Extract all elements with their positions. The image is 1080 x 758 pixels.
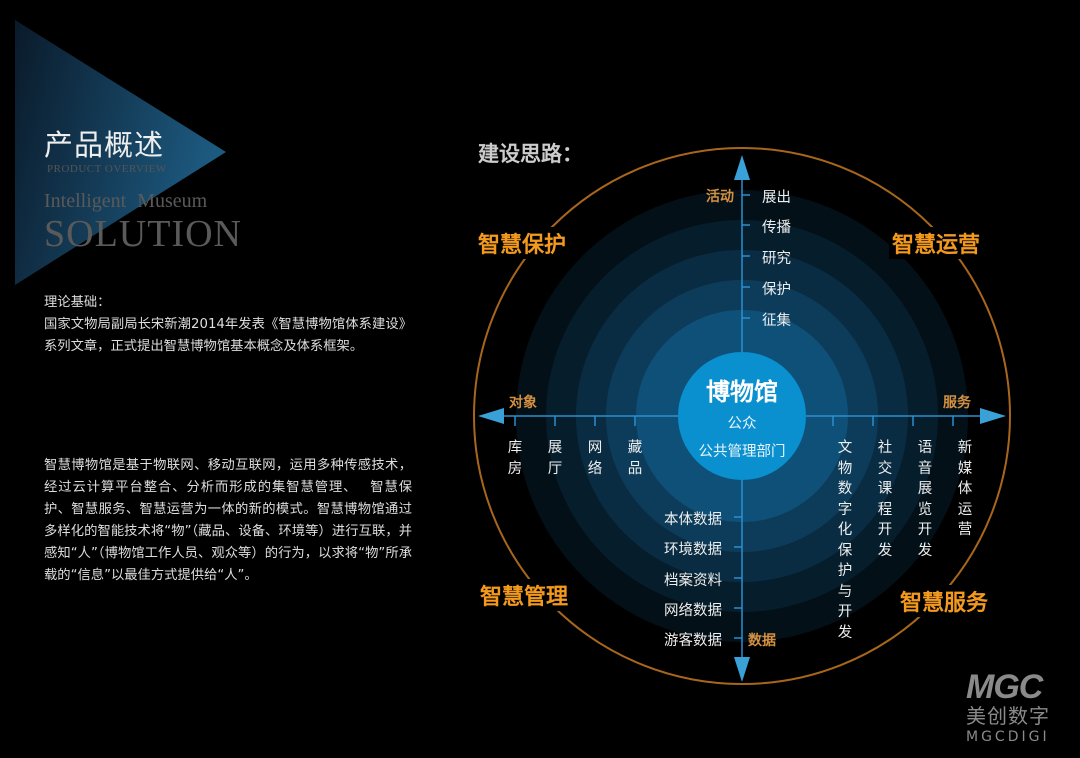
- mgc-logo: MGC 美创数字 MGCDIGI: [966, 670, 1050, 746]
- page-title-english: PRODUCT OVERVIEW: [47, 163, 167, 175]
- axis-label-activity: 活动: [706, 189, 734, 205]
- axis-label-data: 数据: [748, 633, 776, 649]
- axis-label-object: 对象: [509, 395, 537, 411]
- center-management: 公共管理部门: [698, 444, 786, 460]
- up-item: 征集: [762, 313, 791, 329]
- up-item: 研究: [762, 251, 791, 267]
- theory-basis: 理论基础： 国家文物局副局长宋新潮2014年发表《智慧博物馆体系建设》系列文章，…: [44, 292, 412, 358]
- right-item: 社交课程开发: [877, 440, 893, 559]
- up-item: 传播: [762, 220, 791, 236]
- arrow-right-icon: [980, 408, 1006, 424]
- subtitle: Intelligent Museum: [44, 190, 208, 212]
- page-title: 产品概述: [44, 128, 165, 162]
- core-circle: [678, 352, 806, 480]
- arrow-up-icon: [734, 155, 750, 180]
- quadrant-smart-operation: 智慧运营: [889, 227, 984, 259]
- solution-heading: SOLUTION: [44, 213, 242, 255]
- left-item: 藏品: [627, 440, 643, 477]
- down-item: 网络数据: [664, 603, 722, 619]
- right-item: 语音展览开发: [917, 440, 933, 559]
- logo-mark: MGC: [966, 668, 1043, 706]
- down-item: 本体数据: [664, 512, 722, 528]
- axis-label-service: 服务: [943, 395, 971, 411]
- outer-ring: [473, 147, 1011, 685]
- right-item: 文物数字化保护与开发: [837, 440, 853, 641]
- down-item: 档案资料: [664, 573, 722, 589]
- right-item: 新媒体运营: [957, 440, 973, 538]
- theory-label: 理论基础：: [44, 295, 111, 310]
- arrow-left-icon: [478, 408, 504, 424]
- decorative-triangle: [15, 20, 226, 285]
- left-item: 网络: [587, 440, 603, 477]
- down-item: 游客数据: [664, 633, 722, 649]
- left-item: 库房: [507, 440, 523, 477]
- arrow-down-icon: [734, 657, 750, 682]
- quadrant-smart-management: 智慧管理: [477, 579, 572, 611]
- up-item: 保护: [762, 282, 791, 298]
- left-item: 展厅: [547, 440, 563, 477]
- down-item: 环境数据: [664, 542, 722, 558]
- description-paragraph: 智慧博物馆是基于物联网、移动互联网，运用多种传感技术，经过云计算平台整合、分析而…: [44, 458, 412, 583]
- axes: [500, 170, 985, 665]
- diagram-heading: 建设思路：: [478, 142, 583, 166]
- center-title: 博物馆: [706, 378, 778, 406]
- up-item: 展出: [762, 190, 791, 206]
- quadrant-smart-service: 智慧服务: [897, 585, 992, 617]
- center-public: 公众: [727, 416, 757, 432]
- quadrant-smart-protection: 智慧保护: [475, 227, 570, 259]
- logo-cn: 美创数字: [966, 704, 1050, 728]
- logo-en: MGCDIGI: [966, 729, 1050, 745]
- theory-text: 国家文物局副局长宋新潮2014年发表《智慧博物馆体系建设》系列文章，正式提出智慧…: [44, 317, 412, 354]
